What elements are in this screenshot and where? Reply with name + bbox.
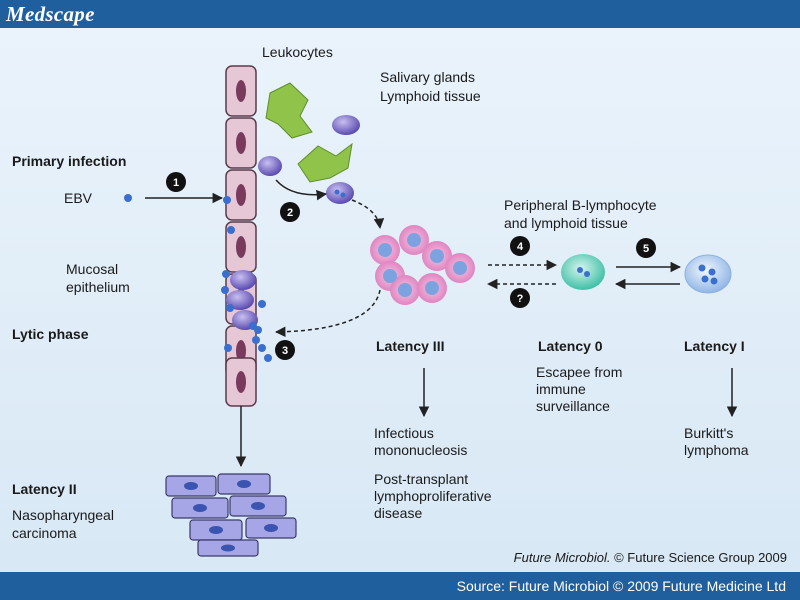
header-bar: Medscape bbox=[0, 0, 800, 28]
label-disease: disease bbox=[374, 505, 422, 521]
label-peripheral-tissue: and lymphoid tissue bbox=[504, 215, 628, 231]
label-latency-i: Latency I bbox=[684, 338, 745, 354]
salivary-gland-cells bbox=[265, 82, 360, 183]
arrow-step-3 bbox=[274, 289, 381, 338]
label-mucosal: Mucosal bbox=[66, 261, 118, 277]
step-2-badge: 2 bbox=[287, 207, 293, 219]
label-lymphoma: lymphoma bbox=[684, 442, 749, 458]
label-infectious: Infectious bbox=[374, 425, 434, 441]
step-unknown-badge: ? bbox=[517, 293, 524, 305]
latency-0-cell bbox=[561, 254, 605, 290]
label-epithelium: epithelium bbox=[66, 279, 130, 295]
label-lytic-phase: Lytic phase bbox=[12, 326, 89, 342]
label-ebv: EBV bbox=[64, 190, 93, 206]
latency-iii-cluster bbox=[370, 225, 475, 305]
label-leukocytes: Leukocytes bbox=[262, 44, 333, 60]
arrow-step-2 bbox=[275, 179, 328, 201]
credit-journal: Future Microbiol. bbox=[514, 550, 611, 565]
flow-arrows bbox=[124, 179, 738, 468]
free-b-lymphocyte bbox=[326, 182, 354, 204]
label-escapee-1: Escapee from bbox=[536, 364, 622, 380]
arrow-to-cluster bbox=[351, 199, 385, 230]
label-post-transplant: Post-transplant bbox=[374, 471, 468, 487]
label-escapee-2: immune bbox=[536, 381, 586, 397]
step-1-badge: 1 bbox=[173, 177, 179, 189]
ebv-virions bbox=[221, 196, 272, 362]
label-escapee-3: surveillance bbox=[536, 398, 610, 414]
figure-credit: Future Microbiol. © Future Science Group… bbox=[514, 550, 787, 565]
label-carcinoma: carcinoma bbox=[12, 525, 77, 541]
ebv-lifecycle-diagram: 1 2 3 4 5 ? Leukocytes Salivary glands L… bbox=[12, 44, 787, 565]
label-latency-0: Latency 0 bbox=[538, 338, 603, 354]
source-citation: Source: Future Microbiol © 2009 Future M… bbox=[456, 578, 786, 594]
credit-copyright: © Future Science Group 2009 bbox=[610, 550, 787, 565]
nasopharyngeal-carcinoma-cells bbox=[165, 473, 297, 557]
label-latency-ii: Latency II bbox=[12, 481, 77, 497]
label-burkitts: Burkitt's bbox=[684, 425, 733, 441]
step-5-badge: 5 bbox=[643, 243, 649, 255]
latency-i-cell bbox=[684, 254, 732, 294]
label-latency-iii: Latency III bbox=[376, 338, 444, 354]
medscape-logo: Medscape bbox=[6, 2, 95, 26]
mucosal-epithelium-column bbox=[225, 65, 257, 407]
label-mononucleosis: mononucleosis bbox=[374, 442, 467, 458]
step-3-badge: 3 bbox=[282, 345, 288, 357]
label-lymphoid-tissue: Lymphoid tissue bbox=[380, 88, 481, 104]
label-primary-infection: Primary infection bbox=[12, 153, 126, 169]
step-badges: 1 2 3 4 5 ? bbox=[166, 172, 656, 360]
ebv-virion-icon bbox=[124, 194, 132, 202]
label-nasopharyngeal: Nasopharyngeal bbox=[12, 507, 114, 523]
footer-bar: Source: Future Microbiol © 2009 Future M… bbox=[0, 572, 800, 600]
label-lymphoproliferative: lymphoproliferative bbox=[374, 488, 492, 504]
label-salivary-glands: Salivary glands bbox=[380, 69, 475, 85]
step-4-badge: 4 bbox=[517, 241, 524, 253]
label-peripheral-b: Peripheral B-lymphocyte bbox=[504, 197, 657, 213]
